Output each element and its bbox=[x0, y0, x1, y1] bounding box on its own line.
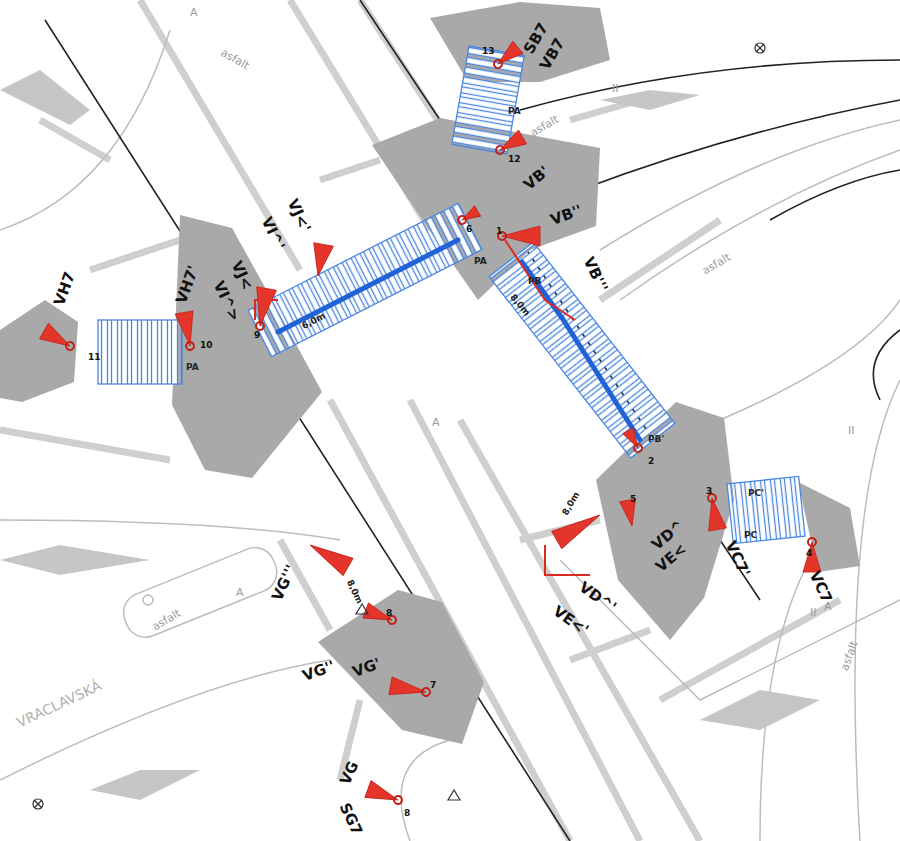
crossing-code: PA bbox=[186, 362, 199, 372]
callout-number: 5 bbox=[630, 494, 636, 504]
signal-label: VC7' bbox=[722, 538, 754, 580]
dimension: 8,0m bbox=[560, 490, 581, 517]
crossing-code: PB' bbox=[648, 434, 664, 444]
signal-label: VG'' bbox=[300, 657, 337, 685]
lane-mark: II bbox=[612, 82, 619, 95]
callout-number: 8 bbox=[386, 608, 392, 618]
signal-label: VC7 bbox=[806, 568, 836, 606]
surface-note: asfalt bbox=[838, 639, 861, 672]
signal-label: VG bbox=[336, 758, 362, 787]
callout-number: 4 bbox=[806, 548, 812, 558]
lane-mark: II bbox=[810, 606, 817, 619]
signal-label: VH7 bbox=[50, 269, 79, 308]
surface-note: asfalt bbox=[219, 46, 252, 72]
callout-number: 6 bbox=[466, 224, 472, 234]
callout-number: 3 bbox=[706, 486, 712, 496]
surface-code: A bbox=[190, 6, 198, 19]
lane-mark: II bbox=[848, 424, 855, 437]
crossing-code: PB bbox=[528, 276, 541, 286]
surface-note: asfalt bbox=[528, 113, 561, 139]
callout-number: 2 bbox=[648, 456, 654, 466]
callout-number: 10 bbox=[200, 340, 213, 350]
crossing-code: PA bbox=[508, 106, 521, 116]
callout-number: 13 bbox=[482, 46, 495, 56]
surface-code: A bbox=[236, 586, 244, 599]
signal-label: VG''' bbox=[268, 562, 300, 604]
crossing-code: PC bbox=[744, 530, 757, 540]
surface-code: A bbox=[824, 600, 832, 613]
callout-number: 7 bbox=[430, 680, 436, 690]
callout-number: 11 bbox=[88, 352, 101, 362]
signal-label: VB''' bbox=[580, 254, 612, 295]
dimension: 8,0m bbox=[345, 578, 365, 605]
callout-number: 8 bbox=[404, 808, 410, 818]
callout-number: 9 bbox=[254, 330, 260, 340]
signal-label: SG7 bbox=[336, 800, 366, 838]
signal-label: VD^' bbox=[576, 578, 620, 616]
surface-note: asfalt bbox=[150, 607, 183, 633]
callout-number: 12 bbox=[508, 154, 521, 164]
street-name: VRACLAVSKÁ bbox=[14, 677, 104, 730]
signal-label: VI^' bbox=[258, 214, 289, 253]
surface-code: A bbox=[432, 416, 440, 429]
signal-label: VJ<' bbox=[284, 196, 315, 235]
crossing-code: PA bbox=[474, 256, 487, 266]
callout-number: 1 bbox=[496, 226, 502, 236]
crossing-code: PC' bbox=[748, 488, 764, 498]
surface-note: asfalt bbox=[700, 251, 733, 277]
